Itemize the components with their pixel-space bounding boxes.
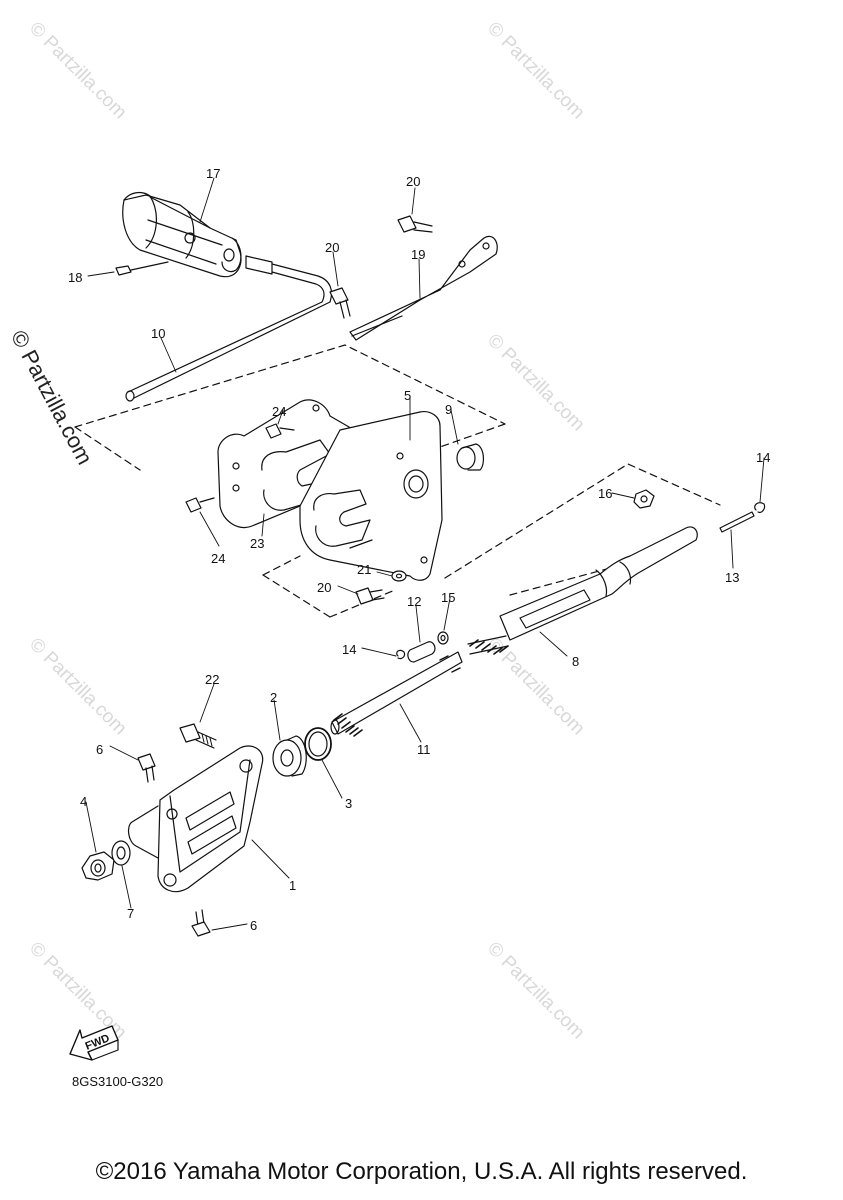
callout-5: 5 [404,388,411,403]
washer-15 [437,631,449,645]
shift-rod [125,255,333,402]
cover-23 [217,399,369,529]
callout-8: 8 [572,654,579,669]
spring-8 [467,635,509,655]
bolt-20-middle [329,287,351,319]
callout-4: 4 [80,794,87,809]
shift-shaft-8 [499,526,698,641]
pin-13 [719,511,755,533]
housing-1 [127,745,264,893]
callout-14-right: 14 [756,450,770,465]
leader-lines [85,177,765,931]
callout-17: 17 [206,166,220,181]
assembly-outline-upper [74,344,506,428]
bolt-24-upper [265,423,295,439]
bolt-6-lower [191,909,211,937]
callout-20-lower: 20 [317,580,331,595]
callout-13: 13 [725,570,739,585]
bolt-20-lower [355,587,385,605]
fwd-arrow-icon [69,1025,119,1061]
callout-19: 19 [411,247,425,262]
callout-2: 2 [270,690,277,705]
nut-16 [633,489,655,509]
washer-7 [111,840,131,866]
bolt-22 [179,723,217,749]
circlip-3 [304,727,332,761]
assembly-outline-lower [262,574,331,618]
callout-22: 22 [205,672,219,687]
callout-20-top: 20 [406,174,420,189]
copyright-notice: ©2016 Yamaha Motor Corporation, U.S.A. A… [95,1158,748,1185]
screw-18 [115,261,169,276]
diagram-code: 8GS3100-G320 [72,1074,164,1089]
callout-12: 12 [407,594,421,609]
bearing-2 [272,735,307,777]
collar-9 [456,443,485,471]
callout-6-lower: 6 [250,918,257,933]
shaft-11 [330,651,463,737]
washer-21 [391,570,407,582]
callout-23: 23 [250,536,264,551]
nut-4 [81,851,115,881]
callout-24-lower: 24 [211,551,225,566]
callout-7: 7 [127,906,134,921]
callout-16: 16 [598,486,612,501]
callout-15: 15 [441,590,455,605]
clip-14-right [754,502,766,513]
callout-18: 18 [68,270,82,285]
callout-10: 10 [151,326,165,341]
bolt-20-top [397,215,433,233]
callout-14-left: 14 [342,642,356,657]
callout-1: 1 [289,878,296,893]
pin-12 [407,641,436,663]
callout-9: 9 [445,402,452,417]
bolt-24-lower [185,497,215,513]
shift-knob [122,191,242,278]
bolt-6-upper [137,753,156,783]
callout-3: 3 [345,796,352,811]
callout-24-upper: 24 [272,404,286,419]
bracket-19 [349,235,498,341]
callout-20-middle: 20 [325,240,339,255]
shift-gate-5 [299,411,443,581]
clip-14-left [396,649,406,660]
callout-6-upper: 6 [96,742,103,757]
callout-11: 11 [417,742,431,757]
callout-21: 21 [357,562,371,577]
